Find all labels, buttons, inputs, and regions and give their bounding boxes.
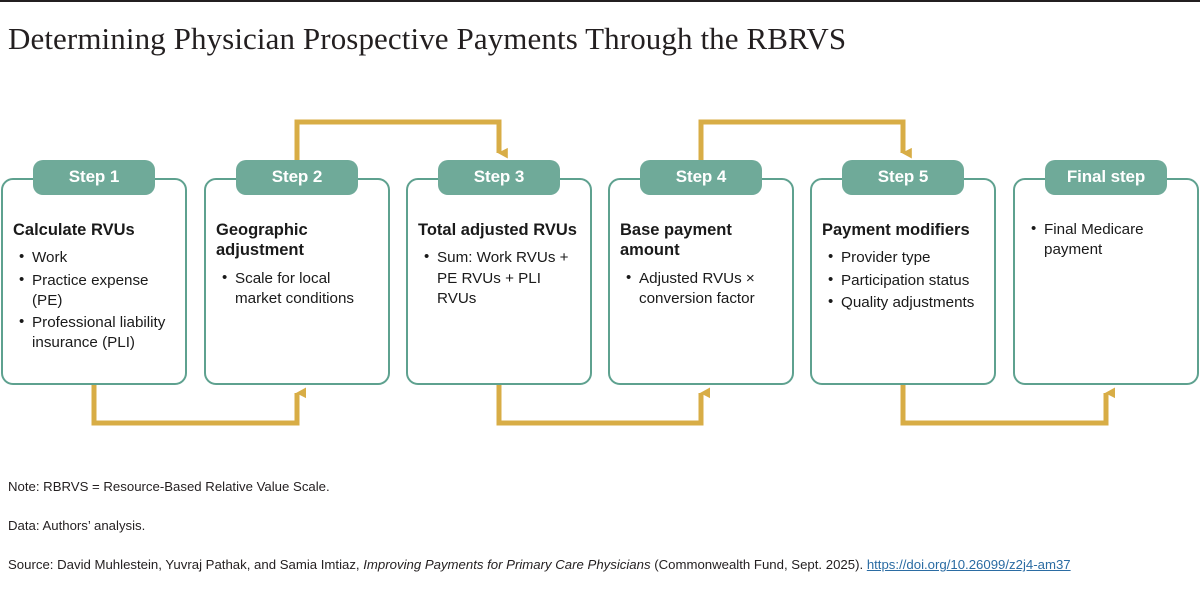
step-card-4[interactable]: Base payment amount Adjusted RVUs × conv…: [608, 160, 794, 430]
list-item: Work: [19, 247, 175, 268]
step-card-final-frame: [1013, 178, 1199, 385]
list-item: Professional liability insurance (PLI): [19, 312, 175, 353]
footer: Note: RBRVS = Resource-Based Relative Va…: [8, 478, 1193, 573]
footer-source-title: Improving Payments for Primary Care Phys…: [363, 557, 651, 573]
footer-source-link[interactable]: https://doi.org/10.26099/z2j4-am37: [866, 557, 1071, 573]
step-card-final-body: Final Medicare payment: [1013, 178, 1199, 385]
step-card-5-heading: Payment modifiers: [822, 221, 970, 239]
step-card-2-tab: Step 2: [236, 160, 358, 195]
step-card-1-tab: Step 1: [33, 160, 155, 195]
list-item: Final Medicare payment: [1031, 219, 1187, 260]
step-card-4-heading: Base payment amount: [620, 221, 732, 260]
step-cards: Calculate RVUs Work Practice expense (PE…: [0, 160, 1200, 430]
step-card-2-body: Geographic adjustment Scale for local ma…: [204, 178, 390, 385]
list-item: Practice expense (PE): [19, 270, 175, 311]
step-card-1-heading: Calculate RVUs: [13, 221, 135, 239]
top-rule: [0, 0, 1200, 2]
list-item: Adjusted RVUs × conversion factor: [626, 268, 782, 309]
footer-source: Source: David Muhlestein, Yuvraj Pathak,…: [8, 556, 1193, 573]
step-card-2-list: Scale for local market conditions: [222, 268, 378, 309]
step-card-3-heading: Total adjusted RVUs: [418, 221, 577, 239]
step-card-3-body: Total adjusted RVUs Sum: Work RVUs + PE …: [406, 178, 592, 385]
step-card-4-list: Adjusted RVUs × conversion factor: [626, 268, 782, 309]
footer-note: Note: RBRVS = Resource-Based Relative Va…: [8, 479, 330, 494]
footer-source-middle: (Commonwealth Fund, Sept. 2025).: [650, 557, 867, 573]
step-card-1-list: Work Practice expense (PE) Professional …: [19, 247, 175, 353]
step-card-5-list: Provider type Participation status Quali…: [828, 247, 984, 313]
page-title: Determining Physician Prospective Paymen…: [8, 21, 847, 56]
step-card-final[interactable]: Final Medicare payment Final step: [1013, 160, 1199, 430]
list-item: Scale for local market conditions: [222, 268, 378, 309]
step-card-1[interactable]: Calculate RVUs Work Practice expense (PE…: [1, 160, 187, 430]
step-card-4-tab: Step 4: [640, 160, 762, 195]
list-item: Participation status: [828, 270, 984, 291]
step-card-1-body: Calculate RVUs Work Practice expense (PE…: [1, 178, 187, 385]
step-card-3-tab: Step 3: [438, 160, 560, 195]
list-item: Provider type: [828, 247, 984, 268]
step-card-final-list: Final Medicare payment: [1031, 219, 1187, 260]
list-item: Sum: Work RVUs + PE RVUs + PLI RVUs: [424, 247, 580, 308]
list-item: Quality adjustments: [828, 292, 984, 313]
step-card-3-list: Sum: Work RVUs + PE RVUs + PLI RVUs: [424, 247, 580, 308]
step-card-5-tab: Step 5: [842, 160, 964, 195]
step-card-3[interactable]: Total adjusted RVUs Sum: Work RVUs + PE …: [406, 160, 592, 430]
step-card-5[interactable]: Payment modifiers Provider type Particip…: [810, 160, 996, 430]
footer-source-prefix: Source: David Muhlestein, Yuvraj Pathak,…: [8, 557, 364, 573]
step-card-2-heading: Geographic adjustment: [216, 221, 308, 260]
footer-data: Data: Authors’ analysis.: [8, 518, 146, 534]
step-card-2[interactable]: Geographic adjustment Scale for local ma…: [204, 160, 390, 430]
process-flow: Calculate RVUs Work Practice expense (PE…: [0, 105, 1200, 445]
step-card-4-body: Base payment amount Adjusted RVUs × conv…: [608, 178, 794, 385]
step-card-5-body: Payment modifiers Provider type Particip…: [810, 178, 996, 385]
step-card-final-tab: Final step: [1045, 160, 1167, 195]
